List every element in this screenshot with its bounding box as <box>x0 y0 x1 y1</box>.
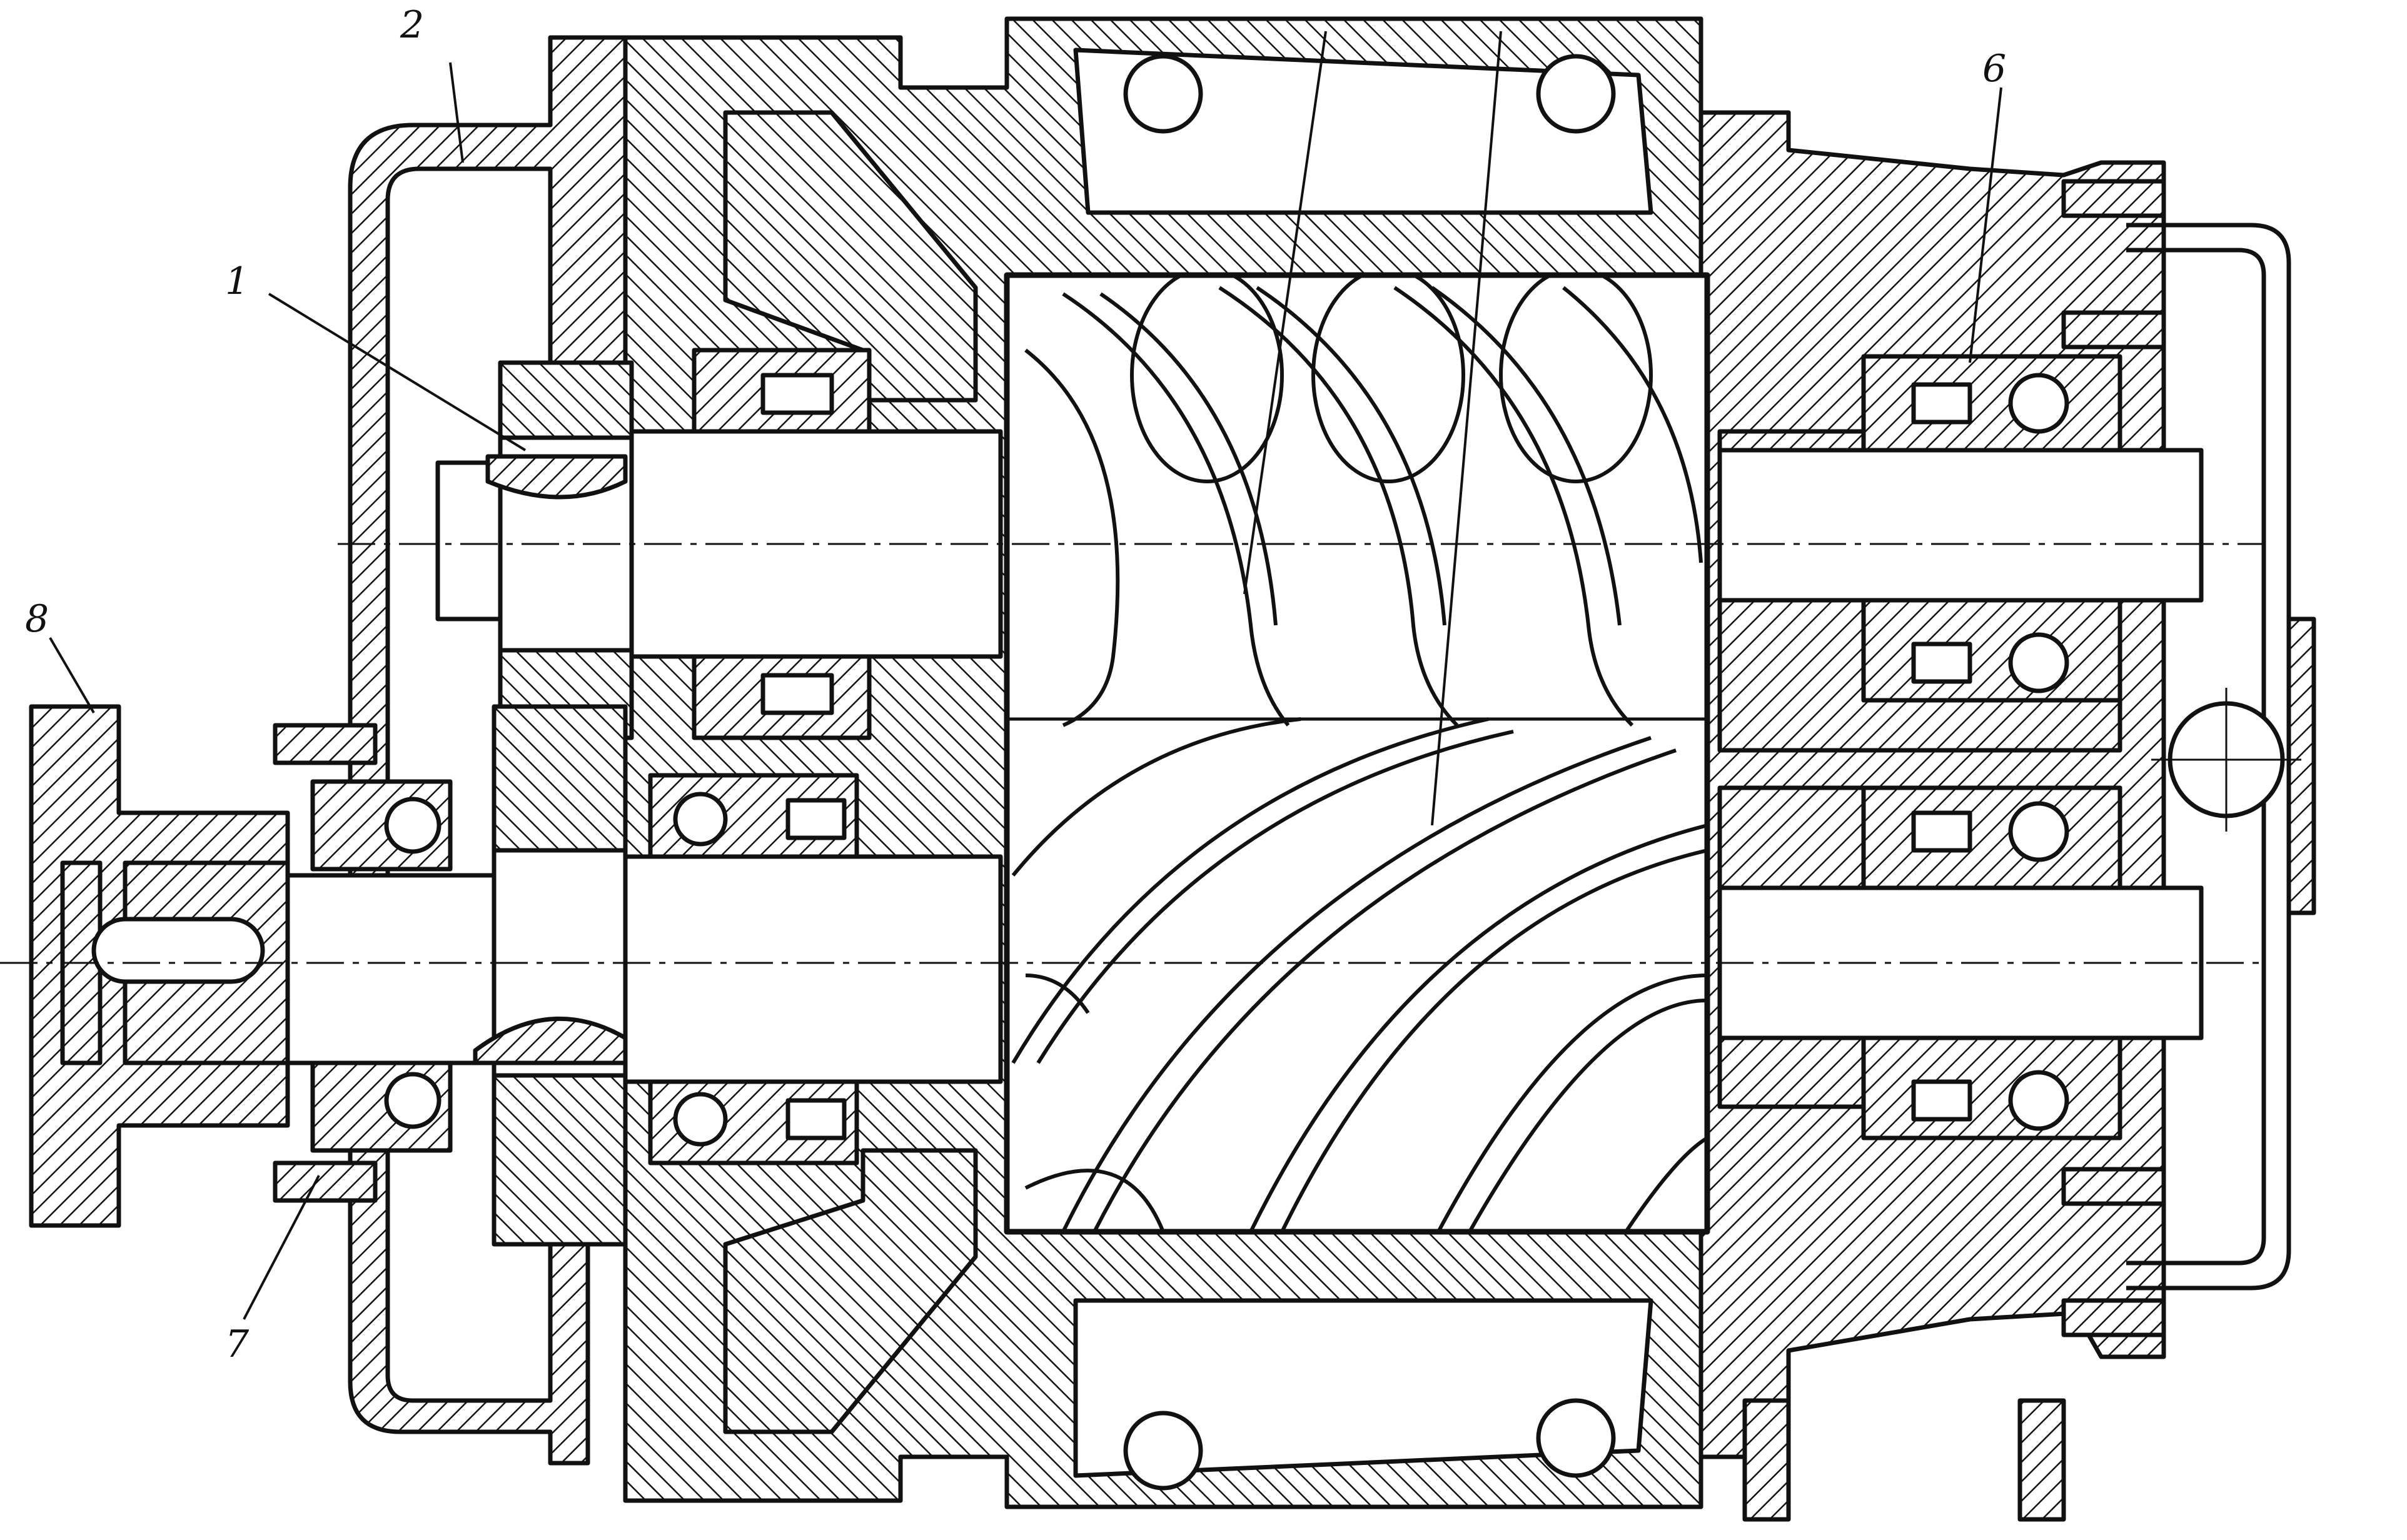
male-rotor <box>1024 275 1703 727</box>
right-bearing-upper <box>1861 354 2122 703</box>
left-ball-bearing-lower <box>310 1060 453 1153</box>
coupling-keyway <box>91 917 265 984</box>
right-upper-shaft-end <box>1717 448 2204 603</box>
cover-plate-strip <box>2286 617 2316 915</box>
roller-bearing-upper <box>692 348 872 740</box>
roller-bearing-lower <box>648 773 859 1165</box>
callout-8: 8 <box>25 597 49 641</box>
center-lines <box>0 543 2264 964</box>
top-lug-hole-right <box>1536 54 1616 134</box>
bottom-lug-cavity <box>1073 1298 1653 1478</box>
top-lug-hole-left <box>1123 54 1203 134</box>
bottom-lug-hole-left <box>1123 1411 1203 1491</box>
gear-key-upper <box>485 454 628 500</box>
bolt-lower-left <box>273 1160 378 1203</box>
bottom-lug-hole-right <box>1536 1398 1616 1478</box>
left-ball-bearing-upper <box>310 779 453 872</box>
callout-1: 1 <box>225 259 249 303</box>
callout-6: 6 <box>1982 47 2006 91</box>
leader-lines <box>49 31 2002 1320</box>
bolt-upper-left <box>273 723 378 765</box>
right-bearing-lower <box>1861 785 2122 1140</box>
callout-7: 7 <box>225 1322 250 1366</box>
female-rotor <box>1011 717 1707 1232</box>
top-lug-cavity <box>1073 48 1653 215</box>
lower-shaft <box>285 854 1003 1084</box>
foot-studs <box>1742 1398 2066 1522</box>
bolts-right-cover <box>2061 179 2166 1337</box>
gear-key-lower <box>473 1016 628 1065</box>
callout-2: 2 <box>400 3 424 47</box>
